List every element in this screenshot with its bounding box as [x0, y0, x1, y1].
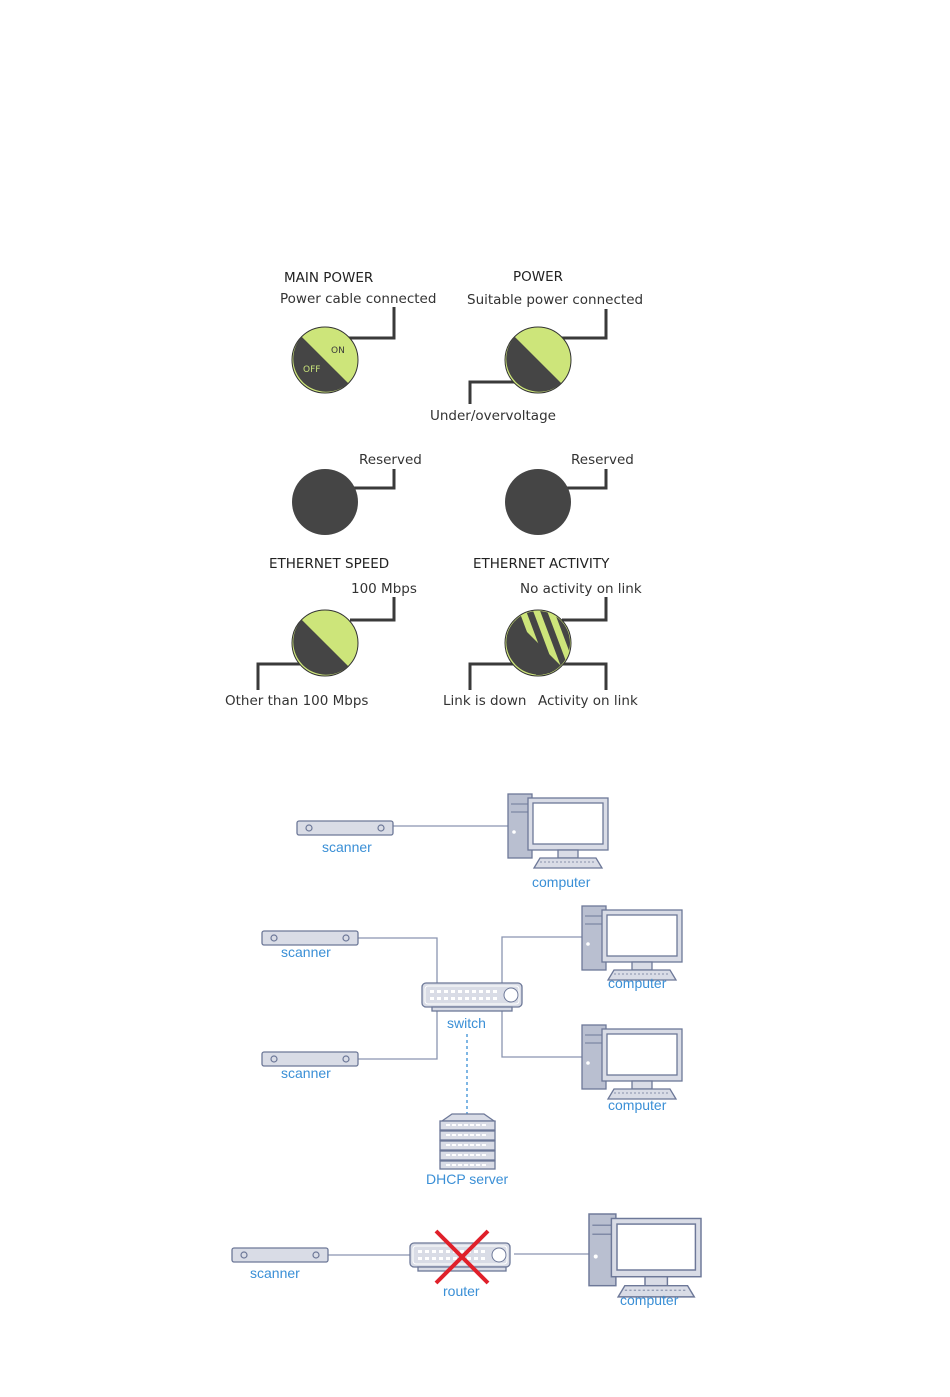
switched-computer-bottom-icon — [581, 1024, 683, 1100]
power-on-label: Suitable power connected — [467, 292, 643, 308]
routed-computer-label: computer — [620, 1292, 679, 1308]
main-power-led-off-text: OFF — [303, 365, 320, 375]
ethernet-speed-on-leader — [350, 597, 396, 622]
main-power-group: MAIN POWER Power cable connected ON OFF — [280, 270, 436, 394]
switched-scanner-bottom-label: scanner — [281, 1065, 331, 1081]
main-power-led-on-text: ON — [331, 346, 345, 356]
router-base — [417, 1266, 507, 1272]
reserved-right-label: Reserved — [571, 452, 634, 468]
switched-network-diagram: scanner scanner switch computer computer… — [261, 905, 683, 1187]
reserved-right-led — [505, 469, 571, 535]
main-power-on-label: Power cable connected — [280, 291, 436, 307]
reserved-left-group: Reserved — [292, 452, 422, 535]
main-power-led: ON OFF — [291, 326, 359, 394]
switch-label: switch — [447, 1015, 486, 1031]
routed-scanner-icon — [231, 1247, 329, 1263]
switched-scanner-top-icon — [261, 930, 359, 946]
power-group: POWER Suitable power connected Under/ove… — [430, 269, 643, 424]
switched-computer-top-label: computer — [608, 975, 667, 991]
ethernet-activity-group: ETHERNET ACTIVITY No activity on link Li… — [443, 556, 642, 709]
routed-scanner-label: scanner — [250, 1265, 300, 1281]
dhcp-server-icon — [439, 1113, 497, 1170]
router-blocked-cross-icon — [434, 1229, 490, 1285]
reserved-left-leader — [350, 469, 396, 490]
ethernet-speed-heading: ETHERNET SPEED — [269, 556, 389, 572]
ethernet-speed-off-leader — [256, 662, 304, 690]
switch-cable-scanner-bottom — [342, 1007, 438, 1060]
main-power-leader — [348, 307, 396, 340]
ethernet-speed-off-label: Other than 100 Mbps — [225, 693, 368, 709]
power-led — [504, 326, 572, 394]
ethernet-activity-heading: ETHERNET ACTIVITY — [473, 556, 610, 572]
direct-scanner-icon — [296, 820, 394, 836]
routed-network-diagram: scanner router computer — [231, 1213, 702, 1308]
ethernet-activity-on-leader — [562, 597, 608, 622]
ethernet-activity-on-label: No activity on link — [520, 581, 642, 597]
power-heading: POWER — [513, 269, 563, 285]
routed-computer-icon — [588, 1213, 702, 1298]
ethernet-speed-on-label: 100 Mbps — [351, 581, 417, 597]
switched-scanner-bottom-icon — [261, 1051, 359, 1067]
switch-base — [431, 1006, 513, 1012]
router-label: router — [443, 1283, 480, 1299]
dhcp-server-label: DHCP server — [426, 1171, 509, 1187]
main-power-heading: MAIN POWER — [284, 270, 373, 286]
direct-computer-icon — [507, 793, 609, 869]
direct-scanner-label: scanner — [322, 839, 372, 855]
direct-computer-label: computer — [532, 874, 591, 890]
reserved-left-label: Reserved — [359, 452, 422, 468]
power-off-leader — [468, 380, 516, 404]
switch-icon — [421, 982, 523, 1008]
ethernet-activity-off-leader — [468, 662, 516, 690]
ethernet-speed-group: ETHERNET SPEED 100 Mbps Other than 100 M… — [225, 556, 417, 709]
reserved-right-leader — [562, 469, 608, 490]
switch-cable-computer-bottom — [501, 1007, 582, 1058]
ethernet-activity-off-label: Link is down — [443, 693, 526, 709]
direct-connection-diagram: scanner computer — [296, 793, 609, 890]
switched-computer-bottom-label: computer — [608, 1097, 667, 1113]
switch-cable-computer-top — [501, 936, 582, 983]
power-on-leader — [560, 309, 608, 340]
switch-cable-scanner-top — [342, 937, 438, 983]
ethernet-activity-blink-leader — [562, 662, 608, 690]
power-off-label: Under/overvoltage — [430, 408, 556, 424]
switched-computer-top-icon — [581, 905, 683, 981]
ethernet-activity-led — [504, 609, 572, 677]
ethernet-speed-led — [291, 609, 359, 677]
reserved-left-led — [292, 469, 358, 535]
reserved-right-group: Reserved — [505, 452, 634, 535]
ethernet-activity-blink-label: Activity on link — [538, 693, 638, 709]
switched-scanner-top-label: scanner — [281, 944, 331, 960]
